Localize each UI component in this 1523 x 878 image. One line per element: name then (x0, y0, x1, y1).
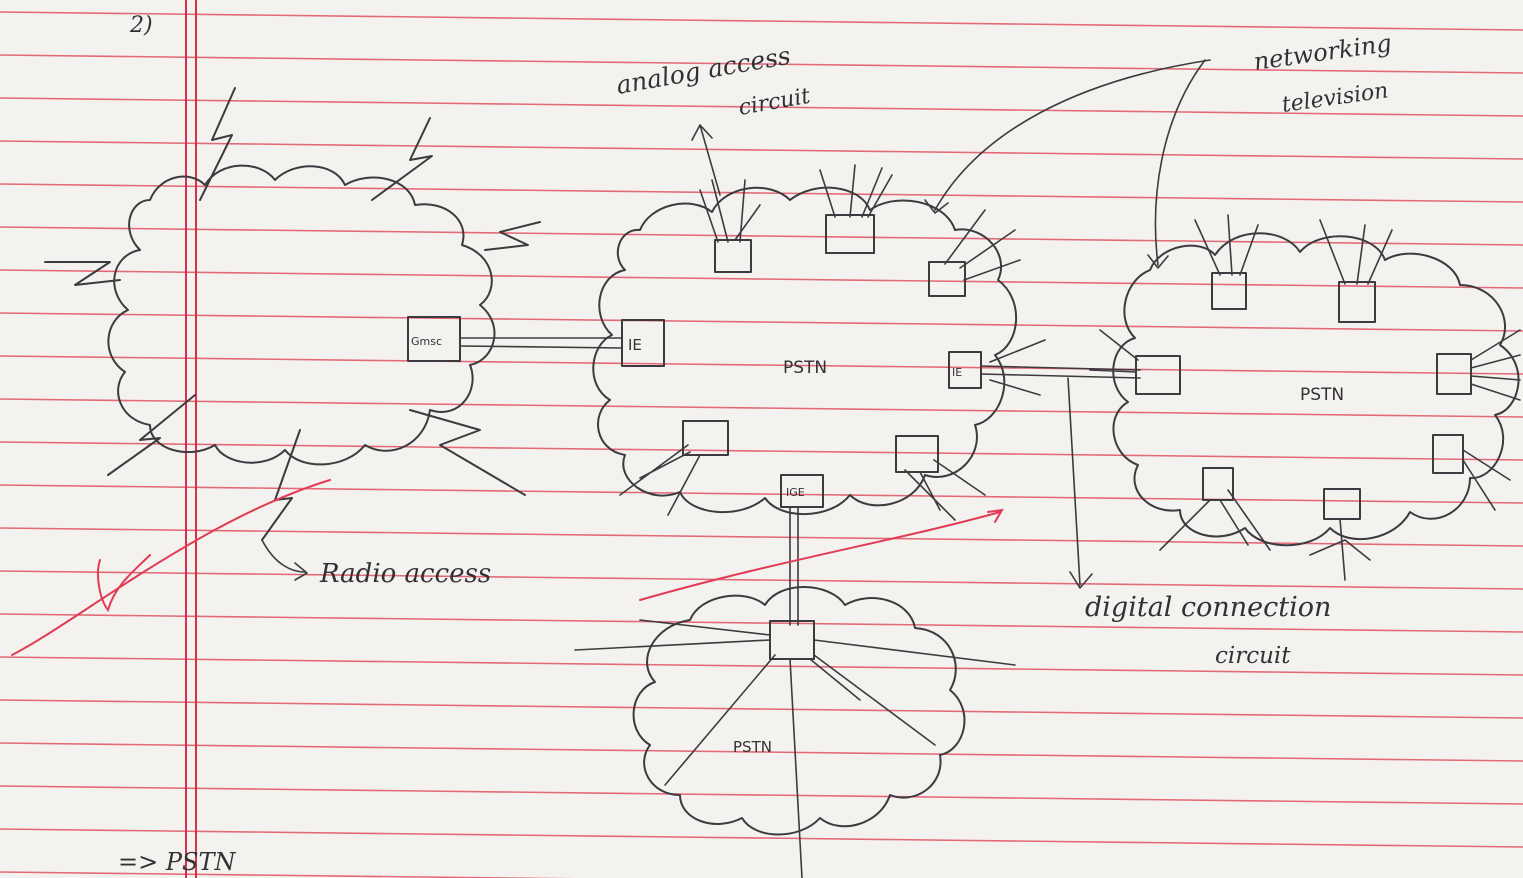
bottom-cloud-label: PSTN (733, 738, 772, 756)
red-pen-mark (11, 479, 1004, 656)
center-cloud: PSTN (592, 124, 1021, 521)
gmsc-label: Gmsc (411, 335, 442, 348)
question-number: 2) (129, 13, 153, 38)
digital-connection-label: digital connection circuit (1085, 592, 1331, 669)
ie-left-label: IE (628, 336, 642, 354)
television-text: television (1280, 78, 1390, 118)
bottom-note: => PSTN (118, 848, 236, 876)
analog-access-label: analog access circuit (614, 41, 812, 121)
bottom-cloud: PSTN (574, 586, 1016, 878)
gmsc-ie-link (459, 337, 623, 349)
right-cloud-label: PSTN (1300, 385, 1344, 405)
right-cloud: PSTN (1089, 214, 1521, 581)
gmsc-node: Gmsc (407, 316, 461, 362)
networking-text: networking (1252, 29, 1393, 76)
ige-node: IGE (780, 474, 824, 626)
annotation-arrows (261, 59, 1211, 589)
networking-television-label: networking television (1252, 29, 1393, 118)
analog-access-circuit-text: circuit (737, 84, 813, 121)
ie-right-label: IE (952, 366, 962, 379)
radio-access-label: Radio access (319, 559, 491, 589)
center-cloud-label: PSTN (783, 358, 827, 378)
ie-right-node: IE (948, 351, 982, 389)
ige-label: IGE (786, 486, 805, 499)
margin-lines (185, 0, 197, 878)
digital-connection-circuit-text: circuit (1215, 643, 1291, 669)
digital-connection-text: digital connection (1085, 592, 1331, 623)
left-cloud (44, 87, 541, 541)
ie-left-node: IE (621, 319, 665, 367)
